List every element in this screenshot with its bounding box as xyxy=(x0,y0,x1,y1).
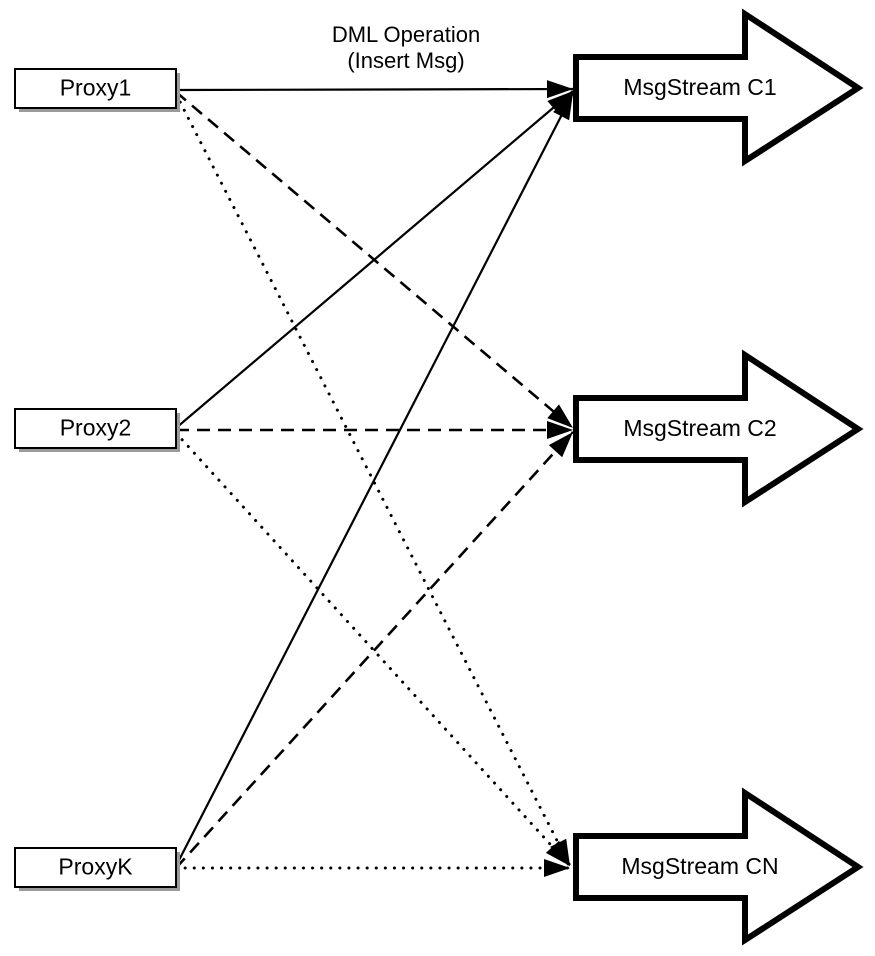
proxy-box-rect-proxy2 xyxy=(14,408,177,449)
proxy-box-rect-proxy1 xyxy=(14,68,177,109)
stream-node-stream-c2[interactable]: MsgStream C2 xyxy=(573,349,864,508)
arrowhead-proxy1-to-stream-c2 xyxy=(547,404,573,428)
link-proxyk-to-stream-c1[interactable] xyxy=(175,92,574,867)
proxy-node-proxy1[interactable]: Proxy1 xyxy=(14,68,180,112)
stream-arrow-shape-stream-c2 xyxy=(573,349,864,508)
edge-label-line-2: (Insert Msg) xyxy=(347,48,464,73)
arrowhead-proxyk-to-stream-cn xyxy=(544,859,570,877)
link-proxy2-to-stream-c1[interactable] xyxy=(175,90,574,429)
proxy-node-proxyk[interactable]: ProxyK xyxy=(14,847,180,891)
stream-arrows-layer: MsgStream C1 MsgStream C2 MsgStream CN xyxy=(573,8,864,946)
arrowhead-proxy1-to-stream-c1 xyxy=(546,80,573,99)
stream-label-stream-c1: MsgStream C1 xyxy=(623,74,776,100)
link-proxyk-to-stream-c2[interactable] xyxy=(175,431,574,869)
arrowhead-proxy2-to-stream-cn xyxy=(545,840,570,866)
arrowhead-proxyk-to-stream-c1 xyxy=(553,93,573,121)
proxy-label-proxyk: ProxyK xyxy=(58,854,133,880)
stream-arrow-shape-stream-c1 xyxy=(573,8,864,167)
link-proxy1-to-stream-c1[interactable] xyxy=(175,87,574,92)
edge-label-line-1: DML Operation xyxy=(332,22,480,47)
proxy-label-proxy2: Proxy2 xyxy=(60,415,132,441)
arrowhead-proxy2-to-stream-c2 xyxy=(547,421,573,439)
arrowheads-layer xyxy=(544,80,573,877)
proxy-node-proxy2[interactable]: Proxy2 xyxy=(14,408,180,452)
connection-links-layer xyxy=(174,87,574,870)
stream-arrow-shape-stream-cn xyxy=(573,787,864,946)
proxy-box-rect-proxyk xyxy=(14,847,177,888)
link-proxy1-to-stream-cn[interactable] xyxy=(174,92,572,868)
arrowhead-proxy2-to-stream-c1 xyxy=(547,91,573,115)
arrowhead-proxyk-to-stream-c2 xyxy=(548,432,573,458)
proxy-label-proxy1: Proxy1 xyxy=(60,75,132,101)
stream-node-stream-cn[interactable]: MsgStream CN xyxy=(573,787,864,946)
link-proxy2-to-stream-cn[interactable] xyxy=(174,431,572,868)
stream-label-stream-c2: MsgStream C2 xyxy=(623,415,776,441)
stream-label-stream-cn: MsgStream CN xyxy=(621,853,778,879)
stream-node-stream-c1[interactable]: MsgStream C1 xyxy=(573,8,864,167)
edge-label-layer: DML Operation (Insert Msg) xyxy=(332,22,480,73)
